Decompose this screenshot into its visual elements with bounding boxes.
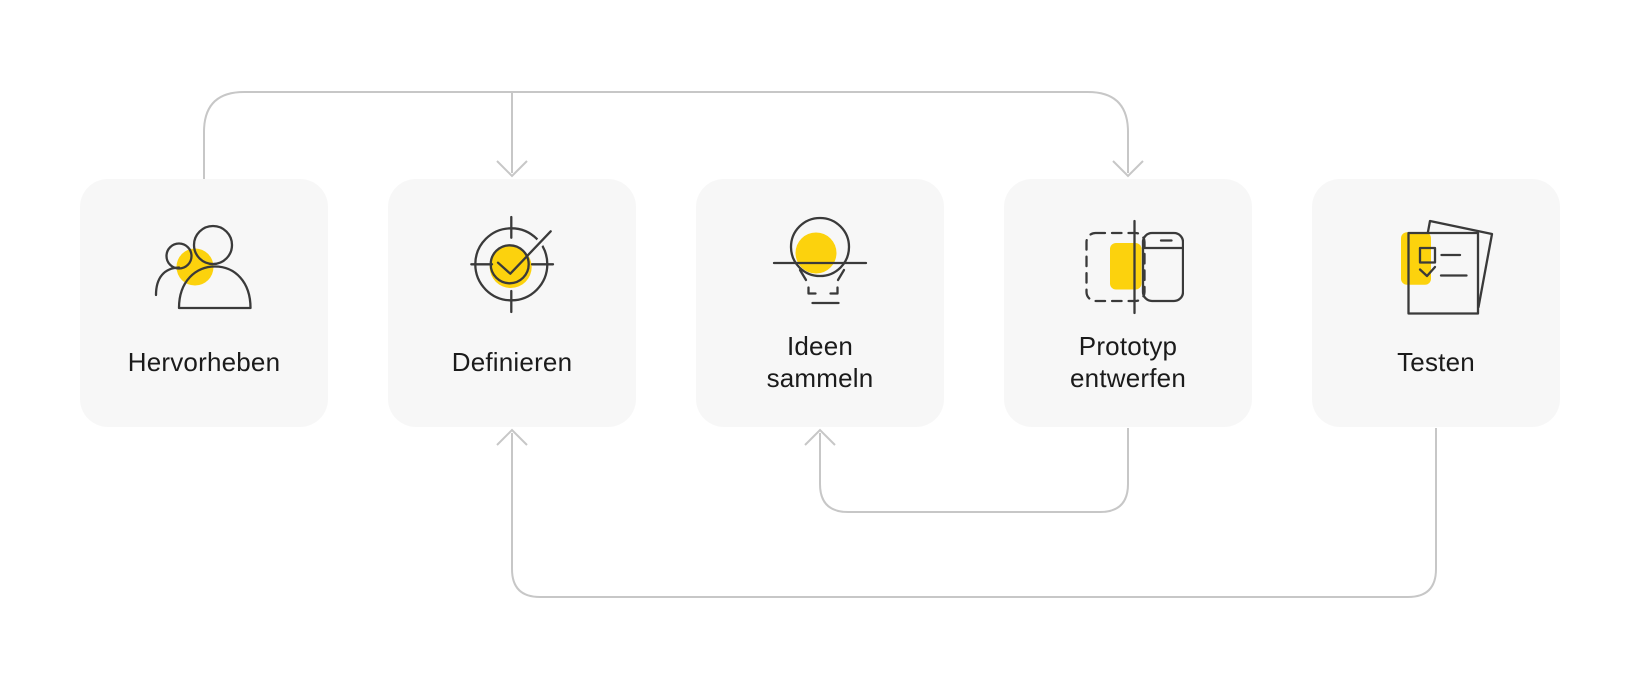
- step-label: Definieren: [388, 330, 636, 394]
- step-label: Prototyp entwerfen: [1004, 330, 1252, 394]
- step-label: Ideen sammeln: [696, 330, 944, 394]
- step-card-empathize: Hervorheben: [80, 179, 328, 427]
- step-label-line: entwerfen: [1070, 363, 1186, 393]
- step-label-line: Testen: [1397, 347, 1475, 377]
- connector-bottom-line: [511, 428, 1437, 598]
- people-icon: [154, 215, 254, 315]
- arrowhead-into-ideen-bottom: [804, 428, 836, 446]
- step-label-line: sammeln: [766, 363, 874, 393]
- arrowhead-into-definieren-top: [496, 160, 528, 178]
- checklist-pages-icon: [1398, 215, 1498, 315]
- step-label-line: Prototyp: [1078, 331, 1178, 361]
- step-label-line: Definieren: [451, 347, 573, 377]
- step-card-ideate: Ideen sammeln: [696, 179, 944, 427]
- target-check-icon: [462, 215, 562, 315]
- connector-top-line: [203, 91, 1129, 179]
- connector-middle-line: [819, 428, 1129, 513]
- step-label-line: Hervorheben: [127, 347, 281, 377]
- step-card-test: Testen: [1312, 179, 1560, 427]
- step-label: Testen: [1312, 330, 1560, 394]
- step-card-define: Definieren: [388, 179, 636, 427]
- arrowhead-into-prototyp-top: [1112, 160, 1144, 178]
- step-label-line: Ideen: [786, 331, 854, 361]
- lightbulb-icon: [770, 215, 870, 315]
- step-label: Hervorheben: [80, 330, 328, 394]
- prototype-screens-icon: [1084, 215, 1184, 315]
- step-card-prototype: Prototyp entwerfen: [1004, 179, 1252, 427]
- arrowhead-into-definieren-bottom: [496, 428, 528, 446]
